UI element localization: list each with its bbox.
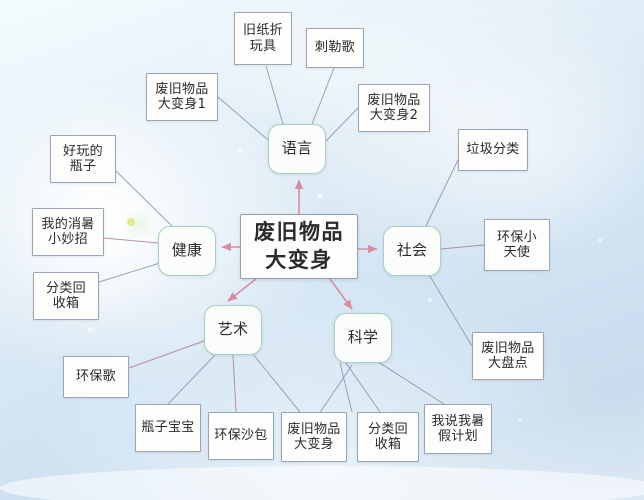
leaf-node-transform-3[interactable]: 废旧物品 大变身 — [281, 412, 347, 462]
leaf-node-eco-angel[interactable]: 环保小 天使 — [484, 219, 550, 271]
branch-node-society[interactable]: 社会 — [383, 226, 441, 276]
leaf-node-transform-2[interactable]: 废旧物品 大变身2 — [358, 84, 430, 132]
leaf-node-fun-bottle[interactable]: 好玩的 瓶子 — [50, 135, 116, 183]
leaf-node-eco-song[interactable]: 环保歌 — [63, 356, 129, 398]
leaf-node-bottle-baby[interactable]: 瓶子宝宝 — [135, 404, 201, 452]
branch-node-art[interactable]: 艺术 — [204, 305, 262, 355]
leaf-node-cile-song[interactable]: 刺勒歌 — [306, 28, 364, 68]
leaf-node-recycle-bin-1[interactable]: 分类回 收箱 — [33, 272, 99, 320]
leaf-node-summer-tip[interactable]: 我的消暑 小妙招 — [32, 208, 104, 256]
root-node[interactable]: 废旧物品 大变身 — [240, 214, 358, 279]
leaf-node-paper-toy[interactable]: 旧纸折 玩具 — [234, 12, 292, 65]
leaf-node-transform-1[interactable]: 废旧物品 大变身1 — [146, 73, 218, 121]
leaf-node-summer-plan[interactable]: 我说我暑 假计划 — [424, 404, 492, 454]
branch-node-language[interactable]: 语言 — [268, 124, 326, 174]
leaf-node-waste-count[interactable]: 废旧物品 大盘点 — [472, 332, 544, 380]
leaf-node-eco-sandbag[interactable]: 环保沙包 — [208, 412, 274, 460]
leaf-node-waste-sort[interactable]: 垃圾分类 — [458, 129, 528, 171]
branch-node-science[interactable]: 科学 — [334, 313, 392, 363]
leaf-node-recycle-bin-2[interactable]: 分类回 收箱 — [357, 412, 419, 462]
branch-node-health[interactable]: 健康 — [158, 226, 216, 276]
